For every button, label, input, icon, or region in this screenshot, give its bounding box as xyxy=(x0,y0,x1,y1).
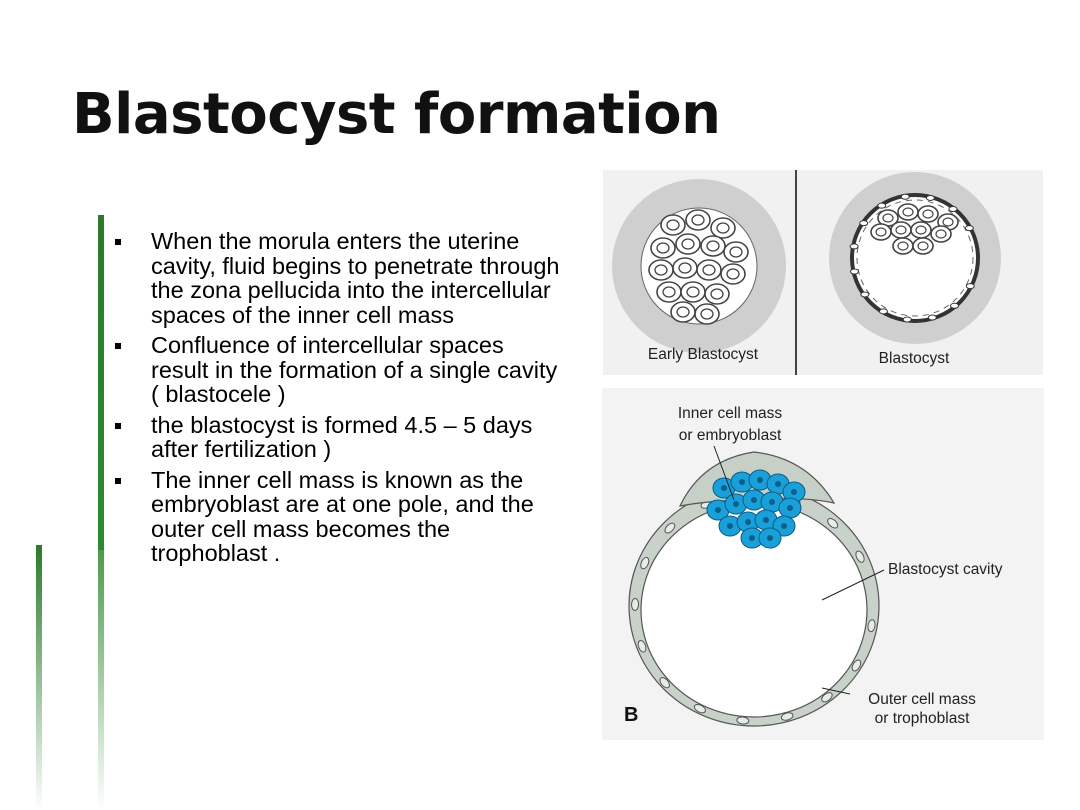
bullet-list: When the morula enters the uterine cavit… xyxy=(115,229,565,572)
trophoblast-nucleus xyxy=(736,716,750,725)
trophoblast-nucleus xyxy=(693,704,707,714)
cell-nucleus xyxy=(749,535,755,541)
trophoblast-nucleus xyxy=(867,619,876,633)
early-blastocyst-label: Early Blastocyst xyxy=(648,346,759,363)
trophoblast-nucleus xyxy=(851,659,862,672)
cell-nucleus xyxy=(942,217,954,227)
bullet-item: The inner cell mass is known as the embr… xyxy=(115,467,565,566)
blastocyst-cavity-label: Blastocyst cavity xyxy=(888,561,1003,578)
cell-nucleus xyxy=(751,497,757,503)
trophoblast-nucleus xyxy=(780,712,794,721)
bullet-item: Confluence of intercellular spaces resul… xyxy=(115,333,565,407)
cell-nucleus xyxy=(922,209,934,219)
cell-nucleus xyxy=(662,286,676,298)
cell-nucleus xyxy=(775,481,781,487)
cell-nucleus xyxy=(715,507,721,513)
blastocyst-label: Blastocyst xyxy=(879,350,950,367)
cell-nucleus xyxy=(733,501,739,507)
cell-nucleus xyxy=(787,505,793,511)
early-blastocyst-illustration xyxy=(612,179,786,353)
trophoblast-nucleus xyxy=(637,640,647,653)
trophoblast-nucleus xyxy=(664,522,676,534)
blastocyst-cross-section-figure: Inner cell mass or embryoblast Blastocys… xyxy=(602,388,1044,740)
cell-nucleus xyxy=(700,308,714,320)
cell-nucleus xyxy=(769,499,775,505)
panel-letter: B xyxy=(624,704,638,726)
cell-nucleus xyxy=(686,286,700,298)
cell-nucleus xyxy=(702,264,716,276)
bullet-item: the blastocyst is formed 4.5 – 5 days af… xyxy=(115,412,565,462)
cell-nucleus xyxy=(716,222,730,234)
blastocyst-stages-figure: Early Blastocyst Blastocyst xyxy=(603,170,1043,375)
cell-nucleus xyxy=(767,535,773,541)
wall-nucleus xyxy=(900,193,910,200)
cell-nucleus xyxy=(917,241,929,251)
cell-nucleus xyxy=(781,523,787,529)
wall-nucleus xyxy=(849,268,859,275)
cell-nucleus xyxy=(895,225,907,235)
wall-nucleus xyxy=(948,206,958,213)
trophoblast-nucleus xyxy=(827,517,839,529)
cell-nucleus xyxy=(757,477,763,483)
cell-nucleus xyxy=(666,219,680,231)
wall-nucleus xyxy=(878,308,888,315)
wall-nucleus xyxy=(860,291,870,298)
wall-nucleus xyxy=(859,220,869,227)
cell-nucleus xyxy=(726,268,740,280)
outer-cell-mass-label-line1: Outer cell mass xyxy=(868,691,976,708)
wall-nucleus xyxy=(925,194,935,201)
wall-nucleus xyxy=(877,202,887,209)
wall-nucleus xyxy=(849,243,859,250)
cell-nucleus xyxy=(935,229,947,239)
cell-nucleus xyxy=(654,264,668,276)
blastocyst-illustration xyxy=(829,172,1001,344)
wall-nucleus xyxy=(965,283,975,290)
cell-nucleus xyxy=(745,519,751,525)
cell-nucleus xyxy=(727,523,733,529)
cell-nucleus xyxy=(721,485,727,491)
cell-nucleus xyxy=(897,241,909,251)
cell-nucleus xyxy=(676,306,690,318)
inner-cell-mass-label-line1: Inner cell mass xyxy=(678,405,782,422)
trophoblast-nucleus xyxy=(631,597,640,611)
accent-bar-inner xyxy=(98,215,104,550)
slide-title: Blastocyst formation xyxy=(72,82,721,147)
cell-nucleus xyxy=(678,262,692,274)
wall-nucleus xyxy=(902,316,912,323)
cell-nucleus xyxy=(706,240,720,252)
bullet-item: When the morula enters the uterine cavit… xyxy=(115,229,565,327)
cell-nucleus xyxy=(882,213,894,223)
embryoblast-cells xyxy=(706,469,806,549)
trophoblast-nucleus xyxy=(659,677,670,689)
outer-cell-mass-label-line2: or trophoblast xyxy=(875,710,970,727)
inner-cell-mass-label-line2: or embryoblast xyxy=(679,427,782,444)
cell-nucleus xyxy=(656,242,670,254)
cell-nucleus xyxy=(739,479,745,485)
accent-bar-inner-fade xyxy=(98,550,104,810)
cell-nucleus xyxy=(729,246,743,258)
wall-nucleus xyxy=(964,225,974,232)
cell-nucleus xyxy=(791,489,797,495)
cell-nucleus xyxy=(691,214,705,226)
trophoblast-nucleus xyxy=(821,692,833,703)
wall-nucleus xyxy=(950,302,960,309)
cell-nucleus xyxy=(763,517,769,523)
cell-nucleus xyxy=(710,288,724,300)
cell-nucleus xyxy=(875,227,887,237)
accent-bar-outer xyxy=(36,545,42,810)
cell-nucleus xyxy=(681,238,695,250)
trophoblast-nucleus xyxy=(640,556,650,570)
wall-nucleus xyxy=(927,314,937,321)
cell-nucleus xyxy=(902,207,914,217)
trophoblast-nucleus xyxy=(855,550,865,563)
cell-nucleus xyxy=(915,225,927,235)
